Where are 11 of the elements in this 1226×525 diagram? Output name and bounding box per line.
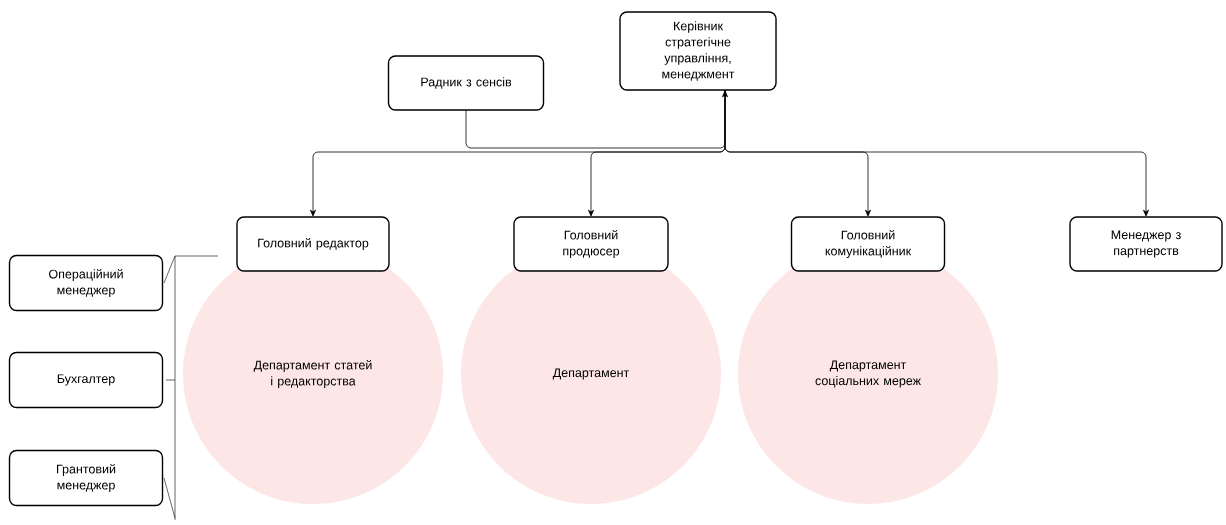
role-box: Менеджер з партнерств (1069, 216, 1223, 272)
role-box: Головний комунікаційник (790, 216, 946, 272)
role-box: Головний редактор (236, 216, 390, 272)
role-box: Радник з сенсів (387, 55, 545, 111)
role-box: Бухгалтер (8, 351, 164, 409)
arrow (465, 90, 728, 149)
arrow (724, 89, 1149, 217)
role-box: Операційний менеджер (8, 254, 164, 312)
role-box: Головний продюсер (513, 216, 669, 272)
role-box: Грантовий менеджер (8, 449, 164, 507)
role-box: Керівник стратегічне управління, менеджмент (619, 11, 777, 91)
